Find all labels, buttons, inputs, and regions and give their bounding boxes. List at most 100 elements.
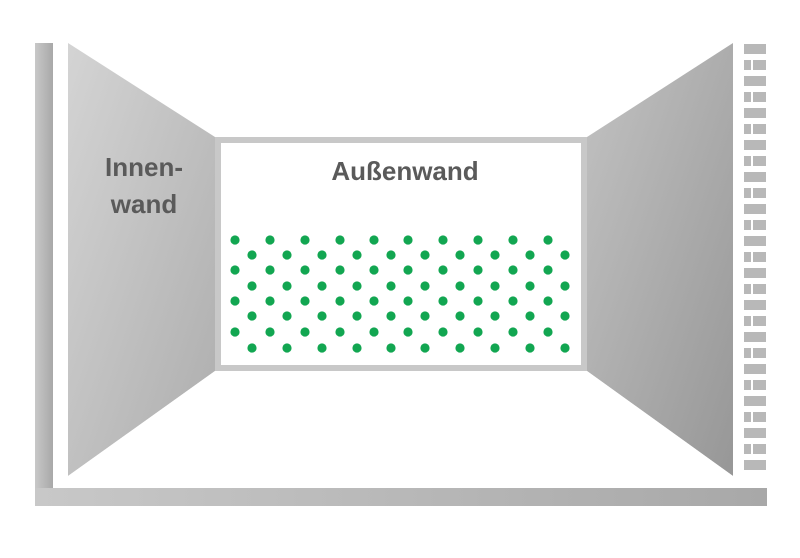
moisture-dot — [508, 265, 518, 275]
moisture-dot — [369, 265, 379, 275]
brick — [744, 332, 766, 342]
moisture-dot — [455, 311, 465, 321]
moisture-dot — [352, 250, 362, 260]
moisture-dot — [525, 311, 535, 321]
moisture-dot — [335, 296, 345, 306]
moisture-dot — [508, 235, 518, 245]
moisture-dot — [455, 281, 465, 291]
brick-half — [744, 60, 751, 70]
moisture-dot — [265, 265, 275, 275]
brick-half — [744, 124, 751, 134]
brick — [744, 300, 766, 310]
outer-wall-label: Außenwand — [331, 156, 478, 186]
moisture-dot — [386, 343, 396, 353]
moisture-dot — [438, 235, 448, 245]
moisture-dot — [473, 327, 483, 337]
moisture-dot — [230, 265, 240, 275]
moisture-dot — [282, 281, 292, 291]
back-wall — [221, 143, 581, 365]
moisture-dot — [300, 265, 310, 275]
moisture-dot — [420, 250, 430, 260]
moisture-dot — [247, 250, 257, 260]
moisture-dot — [369, 235, 379, 245]
moisture-dot — [490, 343, 500, 353]
brick-half — [744, 412, 751, 422]
moisture-dot — [438, 265, 448, 275]
moisture-dot — [508, 327, 518, 337]
moisture-dot — [265, 235, 275, 245]
brick — [744, 44, 766, 54]
moisture-dot — [335, 265, 345, 275]
brick — [744, 268, 766, 278]
moisture-dot — [560, 343, 570, 353]
moisture-dot — [438, 296, 448, 306]
moisture-dot — [247, 281, 257, 291]
frame-bottom-bar — [35, 488, 767, 506]
moisture-dot — [403, 296, 413, 306]
moisture-dot — [247, 311, 257, 321]
brick-half — [753, 156, 766, 166]
moisture-dot — [369, 327, 379, 337]
brick-half — [744, 284, 751, 294]
moisture-dot — [247, 343, 257, 353]
brick — [744, 236, 766, 246]
brick — [744, 108, 766, 118]
moisture-dot — [543, 265, 553, 275]
moisture-dot — [335, 235, 345, 245]
brick-half — [753, 124, 766, 134]
brick — [744, 204, 766, 214]
moisture-dot — [455, 250, 465, 260]
moisture-dot — [386, 311, 396, 321]
moisture-dot — [317, 343, 327, 353]
brick — [744, 428, 766, 438]
brick-half — [753, 284, 766, 294]
moisture-dot — [352, 311, 362, 321]
brick-half — [744, 252, 751, 262]
moisture-dot — [386, 250, 396, 260]
brick-half — [753, 412, 766, 422]
brick — [744, 172, 766, 182]
moisture-dot — [230, 327, 240, 337]
brick-half — [753, 380, 766, 390]
moisture-dot — [369, 296, 379, 306]
moisture-dot — [317, 281, 327, 291]
brick-half — [744, 348, 751, 358]
moisture-dot — [300, 327, 310, 337]
moisture-dot — [352, 281, 362, 291]
moisture-dot — [490, 281, 500, 291]
moisture-dot — [455, 343, 465, 353]
moisture-dot — [335, 327, 345, 337]
moisture-dot — [403, 235, 413, 245]
moisture-dot — [525, 343, 535, 353]
moisture-dot — [473, 265, 483, 275]
brick — [744, 460, 766, 470]
moisture-dot — [438, 327, 448, 337]
floor — [68, 371, 733, 476]
moisture-dot — [560, 250, 570, 260]
moisture-dot — [420, 281, 430, 291]
moisture-dot — [282, 250, 292, 260]
brick-half — [753, 220, 766, 230]
brick-half — [753, 188, 766, 198]
moisture-dot — [300, 235, 310, 245]
moisture-dot — [282, 311, 292, 321]
moisture-dot — [403, 265, 413, 275]
brick-half — [744, 188, 751, 198]
moisture-dot — [543, 235, 553, 245]
brick — [744, 76, 766, 86]
brick-half — [744, 92, 751, 102]
brick-half — [753, 348, 766, 358]
moisture-dot — [473, 235, 483, 245]
moisture-dot — [282, 343, 292, 353]
moisture-dot — [386, 281, 396, 291]
brick — [744, 140, 766, 150]
moisture-dot — [230, 235, 240, 245]
brick-half — [753, 92, 766, 102]
frame-left-bar — [35, 43, 53, 506]
inner-wall-label-line2: wand — [110, 189, 177, 219]
brick-half — [753, 252, 766, 262]
inner-wall-label-line1: Innen- — [105, 152, 183, 182]
moisture-dot — [543, 327, 553, 337]
brick-half — [744, 380, 751, 390]
